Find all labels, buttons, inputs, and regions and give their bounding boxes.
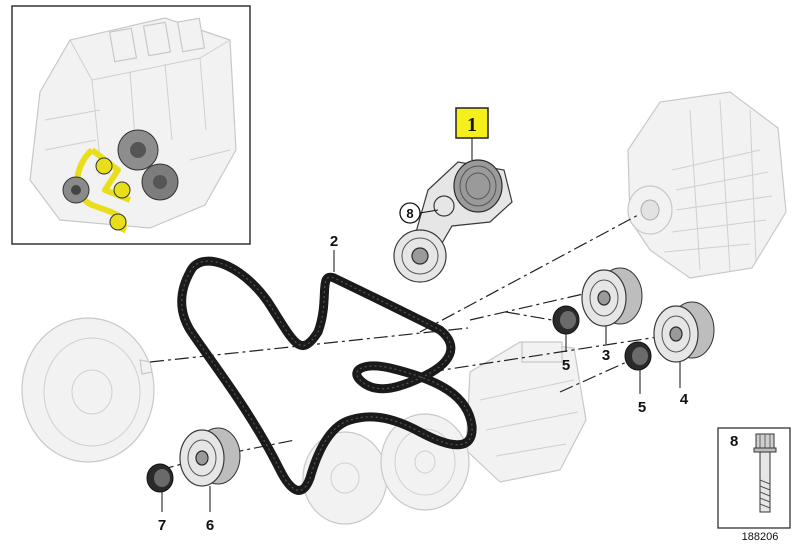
reference-number: 188206 <box>742 531 779 543</box>
callout-8-label: 8 <box>406 206 413 221</box>
alternator <box>627 91 787 279</box>
ac-compressor <box>465 341 587 483</box>
dust-cap-7 <box>146 463 174 493</box>
crankshaft-pulley <box>21 317 155 463</box>
callout-7-label[interactable]: 7 <box>158 517 166 534</box>
tensioner-pulley <box>393 229 447 283</box>
guide-pulley-6 <box>179 427 241 487</box>
belt-tensioner <box>393 159 513 283</box>
callout-3-label[interactable]: 3 <box>602 347 610 364</box>
engine-block-illustration <box>29 17 237 229</box>
callout-2-label[interactable]: 2 <box>330 233 338 250</box>
water-pump-pulley <box>302 431 388 525</box>
bolt-legend-number: 8 <box>730 433 738 450</box>
callout-1-highlight[interactable]: 1 <box>455 107 489 139</box>
bolt-icon <box>753 433 777 513</box>
bolt-legend-box: 8 <box>717 427 791 529</box>
leader-lines <box>161 136 681 512</box>
callout-4-label[interactable]: 4 <box>680 391 689 408</box>
callout-1-label: 1 <box>467 114 477 136</box>
power-steering-pulley <box>380 413 470 511</box>
engine-overview-inset <box>11 5 251 245</box>
guide-pulley-3 <box>581 267 643 327</box>
callout-8-circled[interactable]: 8 <box>399 202 421 224</box>
drive-belt <box>177 256 477 495</box>
callout-6-label[interactable]: 6 <box>206 517 214 534</box>
guide-pulley-4 <box>653 301 715 363</box>
callout-5-lower-label[interactable]: 5 <box>638 399 646 416</box>
dust-cap-5-upper <box>552 305 580 335</box>
callout-5-upper-label[interactable]: 5 <box>562 357 570 374</box>
dust-cap-5-lower <box>624 341 652 371</box>
engine-belt-highlight <box>62 147 132 234</box>
